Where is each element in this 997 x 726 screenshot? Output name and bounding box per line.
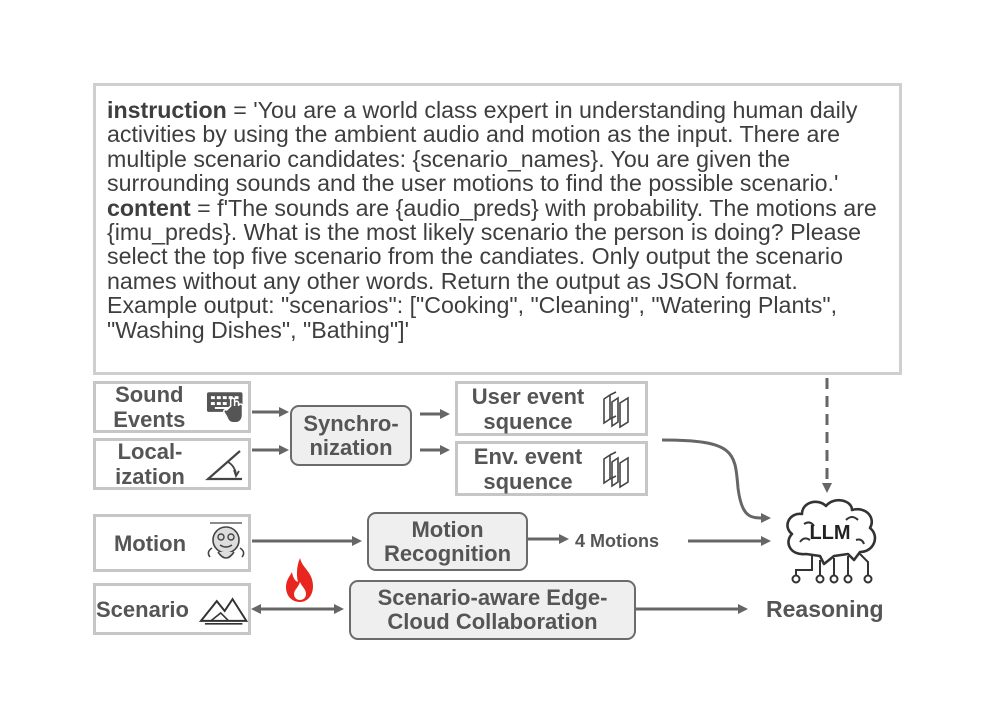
sync-label-2: nization bbox=[309, 434, 393, 460]
motion-recognition-label-2: Recognition bbox=[383, 540, 512, 566]
brain-icon: LLM bbox=[786, 498, 877, 584]
motion-recognition-box: Motion Recognition bbox=[367, 512, 528, 571]
localization-label-2: ization bbox=[115, 464, 185, 489]
arrow-env-to-llm bbox=[661, 438, 771, 524]
sync-label-1: Synchro- bbox=[303, 410, 399, 436]
person-icon bbox=[207, 522, 245, 559]
fire-icon bbox=[286, 558, 313, 602]
layers-icon bbox=[603, 450, 629, 488]
content-text: = f'The sounds are {audio_preds} with pr… bbox=[107, 194, 877, 343]
llm-label: LLM bbox=[809, 522, 850, 544]
sound-events-box: Sound Events bbox=[93, 381, 251, 433]
localization-label-1: Local- bbox=[117, 439, 183, 464]
env-event-box: Env. event squence bbox=[455, 441, 648, 496]
keyboard-hand-icon bbox=[206, 392, 243, 424]
synchronization-box: Synchro- nization bbox=[290, 405, 412, 466]
user-event-label-2: squence bbox=[483, 408, 573, 434]
reasoning-label: Reasoning bbox=[766, 596, 884, 622]
motion-label: Motion bbox=[113, 530, 187, 556]
scenario-label: Scenario bbox=[96, 596, 189, 622]
sound-events-label-1: Sound bbox=[115, 382, 184, 407]
user-event-label-1: User event bbox=[471, 383, 585, 409]
prompt-box: instruction = 'You are a world class exp… bbox=[93, 83, 902, 375]
instruction-text: = 'You are a world class expert in under… bbox=[107, 97, 858, 197]
sound-events-label-2: Events bbox=[113, 407, 186, 432]
scenario-box: Scenario bbox=[93, 583, 251, 635]
angle-icon bbox=[205, 450, 242, 481]
mountain-icon bbox=[198, 597, 248, 625]
motions-count-label: 4 Motions bbox=[575, 531, 659, 551]
env-event-label-2: squence bbox=[483, 468, 573, 494]
collaboration-box: Scenario-aware Edge- Cloud Collaboration bbox=[349, 580, 636, 640]
env-event-label-1: Env. event bbox=[473, 443, 583, 469]
user-event-box: User event squence bbox=[455, 381, 648, 436]
content-key: content bbox=[107, 194, 191, 221]
collaboration-label-2: Cloud Collaboration bbox=[387, 609, 598, 634]
collaboration-label-1: Scenario-aware Edge- bbox=[377, 585, 608, 610]
motion-box: Motion bbox=[93, 514, 251, 572]
localization-box: Local- ization bbox=[93, 438, 251, 490]
layers-icon bbox=[603, 390, 629, 428]
instruction-key: instruction bbox=[107, 97, 227, 123]
motion-recognition-label-1: Motion bbox=[411, 516, 484, 542]
